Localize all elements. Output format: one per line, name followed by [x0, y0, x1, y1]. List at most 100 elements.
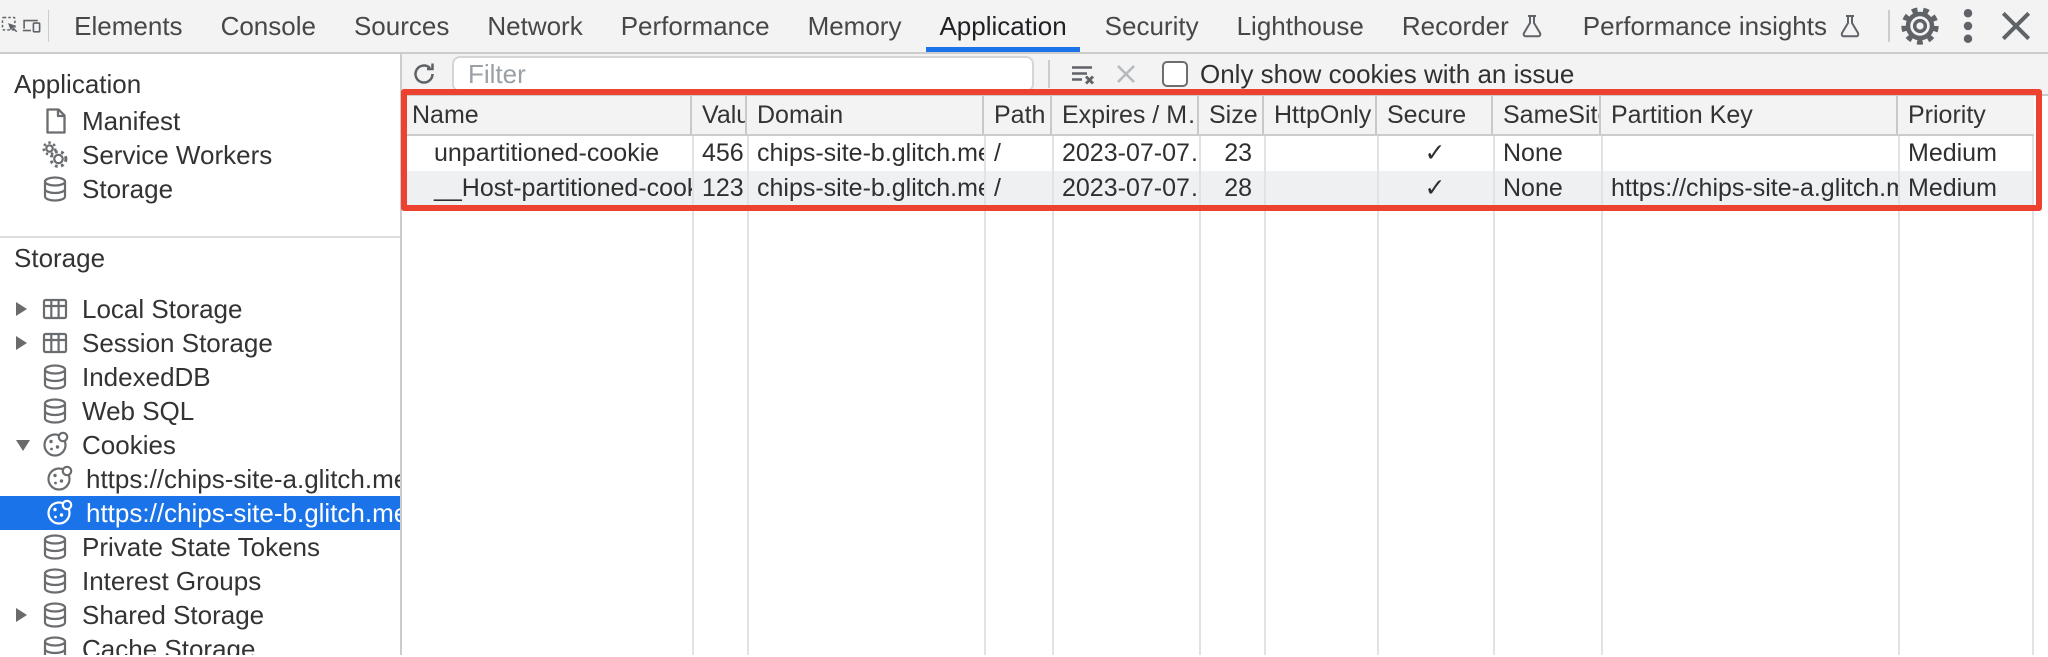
sidebar-item-service-workers[interactable]: Service Workers	[0, 138, 400, 172]
grid-column-line	[1898, 136, 1900, 655]
grid-column-line	[1052, 136, 1054, 655]
tab-console[interactable]: Console	[220, 10, 316, 41]
col-header-size[interactable]: Size	[1199, 96, 1264, 134]
cell-domain: chips-site-b.glitch.me	[757, 139, 984, 167]
database-icon	[40, 396, 70, 426]
database-icon	[40, 566, 70, 596]
grid-column-line	[1199, 136, 1201, 655]
database-icon	[40, 634, 70, 655]
tab-elements[interactable]: Elements	[74, 10, 183, 41]
sidebar-item-indexeddb[interactable]: IndexedDB	[0, 360, 400, 394]
expander-collapsed-icon[interactable]	[16, 608, 27, 622]
cell-priority: Medium	[1908, 174, 1997, 202]
refresh-icon[interactable]	[402, 59, 446, 89]
sidebar-item-label: Session Storage	[82, 328, 273, 358]
tab-memory[interactable]: Memory	[807, 10, 902, 41]
flask-icon	[1837, 13, 1863, 39]
database-icon	[40, 174, 70, 204]
expander-collapsed-icon[interactable]	[16, 336, 27, 350]
col-header-samesite[interactable]: SameSite	[1493, 96, 1601, 134]
gears-icon	[40, 140, 70, 170]
sidebar-item-label: IndexedDB	[82, 362, 211, 392]
application-sidebar: Application Manifest Service Workers	[0, 54, 402, 655]
inspect-icon[interactable]	[0, 0, 21, 52]
clear-filter-icon[interactable]	[1060, 59, 1104, 89]
col-header-partition-key[interactable]: Partition Key	[1601, 96, 1898, 134]
sidebar-item-manifest[interactable]: Manifest	[0, 104, 400, 138]
table-row[interactable]: __Host-partitioned-cookie 123 chips-site…	[402, 171, 2034, 206]
sidebar-item-label: Manifest	[82, 106, 181, 136]
filter-input[interactable]	[452, 56, 1034, 92]
tab-network[interactable]: Network	[487, 10, 583, 41]
sidebar-item-storage[interactable]: Storage	[0, 172, 400, 206]
col-header-name[interactable]: Name	[402, 96, 692, 134]
cookie-icon	[44, 498, 74, 528]
col-header-httponly[interactable]: HttpOnly	[1264, 96, 1377, 134]
sidebar-item-cookies[interactable]: Cookies	[0, 428, 400, 462]
cell-expires: 2023-07-07…	[1062, 139, 1199, 167]
close-icon[interactable]	[1992, 2, 2040, 50]
database-icon	[40, 532, 70, 562]
cell-name: __Host-partitioned-cookie	[434, 174, 692, 202]
tab-sources[interactable]: Sources	[353, 10, 450, 41]
grid-column-line	[2032, 136, 2034, 655]
sidebar-item-shared-storage[interactable]: Shared Storage	[0, 598, 400, 632]
tab-security[interactable]: Security	[1104, 10, 1199, 41]
cell-priority: Medium	[1908, 139, 1997, 167]
cell-path: /	[994, 174, 1001, 202]
col-header-value[interactable]: Value	[692, 96, 747, 134]
grid-column-line	[1264, 136, 1266, 655]
cell-size: 28	[1224, 174, 1252, 202]
flask-icon	[1519, 13, 1545, 39]
cell-partition-key: https://chips-site-a.glitch.me	[1611, 174, 1898, 202]
database-icon	[40, 600, 70, 630]
sidebar-item-local-storage[interactable]: Local Storage	[0, 292, 400, 326]
sidebar-item-cookies-chips-site-b[interactable]: https://chips-site-b.glitch.me	[0, 496, 400, 530]
settings-gear-icon[interactable]	[1896, 2, 1944, 50]
delete-icon-disabled[interactable]	[1104, 59, 1148, 89]
cookie-table: Name Value Domain Path Expires / M… Size…	[402, 96, 2048, 655]
cookies-panel: Only show cookies with an issue Name Val…	[401, 54, 2048, 655]
sidebar-item-label: Service Workers	[82, 140, 273, 170]
col-header-secure[interactable]: Secure	[1377, 96, 1493, 134]
cell-partition-key	[1601, 136, 1898, 171]
col-header-priority[interactable]: Priority	[1908, 101, 1986, 129]
cell-size: 23	[1224, 139, 1252, 167]
tab-performance[interactable]: Performance	[620, 10, 770, 41]
cell-value: 123	[702, 174, 744, 202]
cell-httponly	[1264, 171, 1377, 206]
kebab-menu-icon[interactable]	[1944, 2, 1992, 50]
tab-recorder[interactable]: Recorder	[1383, 0, 1564, 52]
grid-column-line	[1377, 136, 1379, 655]
grid-column-line	[747, 136, 749, 655]
col-header-domain[interactable]: Domain	[747, 96, 984, 134]
sidebar-item-label: Shared Storage	[82, 600, 265, 630]
tab-lighthouse[interactable]: Lighthouse	[1236, 10, 1364, 41]
tab-performance-insights[interactable]: Performance insights	[1564, 0, 1882, 52]
cell-path: /	[994, 139, 1001, 167]
expander-collapsed-icon[interactable]	[16, 302, 27, 316]
table-row[interactable]: unpartitioned-cookie 456 chips-site-b.gl…	[402, 136, 2034, 171]
sidebar-item-cache-storage[interactable]: Cache Storage	[0, 632, 400, 655]
toolbar-separator	[48, 10, 50, 42]
cell-secure-checkmark: ✓	[1424, 139, 1446, 167]
cell-samesite: None	[1503, 139, 1563, 167]
device-toolbar-icon[interactable]	[21, 0, 42, 52]
sidebar-item-web-sql[interactable]: Web SQL	[0, 394, 400, 428]
table-icon	[40, 294, 70, 324]
cookies-toolbar: Only show cookies with an issue	[402, 54, 2048, 96]
sidebar-item-private-state-tokens[interactable]: Private State Tokens	[0, 530, 400, 564]
sidebar-item-session-storage[interactable]: Session Storage	[0, 326, 400, 360]
cell-secure-checkmark: ✓	[1424, 174, 1446, 202]
sidebar-item-label: Local Storage	[82, 294, 243, 324]
col-header-path[interactable]: Path	[984, 96, 1052, 134]
sidebar-item-cookies-chips-site-a[interactable]: https://chips-site-a.glitch.me	[0, 462, 400, 496]
expander-expanded-icon[interactable]	[16, 439, 30, 451]
cell-samesite: None	[1503, 174, 1563, 202]
sidebar-item-label: Web SQL	[82, 396, 195, 426]
issue-filter-checkbox[interactable]	[1162, 61, 1188, 87]
col-header-expires[interactable]: Expires / M…	[1052, 96, 1199, 134]
tab-application[interactable]: Application	[920, 0, 1085, 52]
cell-domain: chips-site-b.glitch.me	[757, 174, 984, 202]
sidebar-item-interest-groups[interactable]: Interest Groups	[0, 564, 400, 598]
